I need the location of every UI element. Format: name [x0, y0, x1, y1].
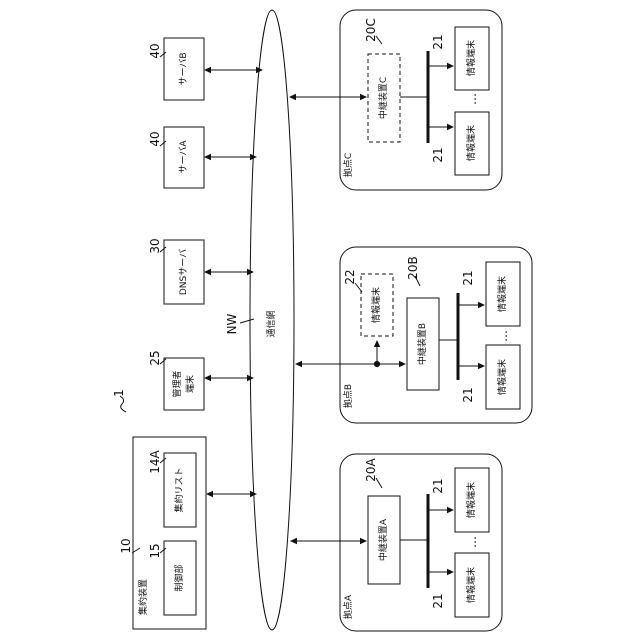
extra-terminal-label: 情報端末: [370, 287, 382, 323]
aggregator-ref: 10: [119, 538, 133, 553]
leader-ref-nw: [240, 319, 254, 323]
relay-a-ref: 20A: [364, 457, 378, 481]
relay-c-label: 中継装置C: [377, 77, 389, 119]
terminal-a1-label: 情報端末: [465, 482, 477, 518]
terminal-b1-label: 情報端末: [496, 276, 508, 312]
server-b-label: サーバB: [178, 52, 189, 85]
junction-dot: [374, 361, 379, 366]
relay-b-label: 中継装置B: [416, 323, 428, 365]
aggregation-list-ref: 14A: [148, 449, 162, 473]
admin-terminal-ref: 25: [148, 350, 162, 365]
terminal-c2-label: 情報端末: [465, 125, 477, 161]
site-a-label: 拠点A: [342, 594, 354, 619]
site-b-label: 拠点B: [342, 384, 354, 408]
dns-server-ref: 30: [148, 238, 162, 253]
terminal-a-ellipsis: …: [465, 536, 479, 548]
server-b-ref: 40: [148, 43, 162, 58]
terminal-b2-ref: 21: [461, 387, 475, 402]
terminal-a2-ref: 21: [431, 593, 445, 608]
admin-terminal-label-2: 端末: [184, 375, 196, 393]
admin-terminal-label-1: 管理者: [171, 370, 183, 397]
server-a-label: サーバA: [178, 140, 189, 174]
site-c-label: 拠点C: [342, 153, 354, 177]
dns-server-label: DNSサーバ: [178, 249, 189, 295]
terminal-c-ellipsis: …: [465, 93, 479, 105]
relay-a-label: 中継装置A: [377, 518, 389, 561]
terminal-b1-ref: 21: [461, 270, 475, 285]
control-unit-label: 制御部: [173, 564, 185, 591]
network-ref: NW: [225, 313, 239, 334]
terminal-b2-label: 情報端末: [496, 359, 508, 395]
control-unit-ref: 15: [148, 543, 162, 558]
extra-terminal-ref: 22: [343, 269, 357, 284]
terminal-c1-label: 情報端末: [465, 40, 477, 76]
relay-b-ref: 20B: [406, 256, 420, 280]
terminal-c2-ref: 21: [431, 147, 445, 162]
system-ref: 1: [112, 389, 126, 397]
aggregation-list-label: 集約リスト: [173, 467, 185, 512]
network-label: 通信網: [265, 310, 277, 337]
leader-ref-1: [120, 396, 126, 412]
admin-terminal-box: [164, 358, 204, 410]
terminal-b-ellipsis: …: [496, 330, 510, 342]
terminal-a1-ref: 21: [431, 478, 445, 493]
aggregator-label: 集約装置: [137, 579, 149, 615]
relay-c-ref: 20C: [364, 18, 378, 42]
server-a-ref: 40: [148, 131, 162, 146]
terminal-a2-label: 情報端末: [465, 567, 477, 603]
terminal-c1-ref: 21: [431, 34, 445, 49]
